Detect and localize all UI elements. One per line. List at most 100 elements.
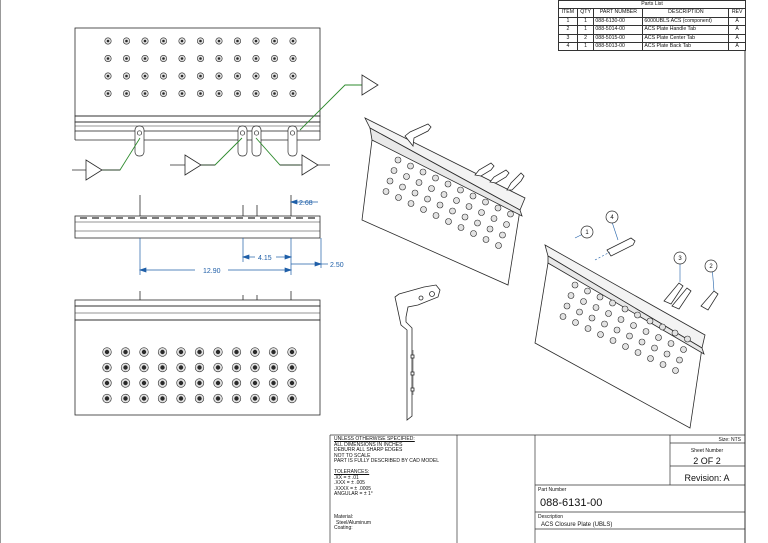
hole-center <box>234 380 239 386</box>
hole-center <box>160 396 165 401</box>
hole <box>507 210 514 218</box>
hole <box>490 215 498 222</box>
hole <box>457 186 464 194</box>
hole-center <box>143 57 147 60</box>
coating-label: Coating: <box>334 525 353 532</box>
hole-center <box>106 57 110 60</box>
bottom-view <box>74 291 321 416</box>
hole-center <box>254 92 258 95</box>
hole-center <box>217 39 221 43</box>
exploded-back-tab <box>606 237 636 257</box>
hole-center <box>215 349 221 355</box>
hole-center <box>291 57 295 60</box>
hole <box>420 206 427 213</box>
parts-list-header-cell: REV <box>728 8 746 18</box>
hole-center <box>252 365 258 370</box>
tab-detail <box>394 284 441 421</box>
hole <box>470 230 477 237</box>
hole-center <box>199 74 202 78</box>
hole-center <box>125 39 128 43</box>
material-value: Steel/Aluminum <box>336 519 372 526</box>
hole <box>432 212 440 219</box>
hole <box>592 304 600 311</box>
parts-list-header-cell: DESCRIPTION <box>642 8 730 18</box>
hole <box>415 179 423 186</box>
hole <box>576 308 583 316</box>
parts-list-header-cell: QTY <box>576 8 595 18</box>
hole <box>630 322 637 329</box>
section-arrows <box>72 74 379 181</box>
hole <box>588 314 596 322</box>
hole <box>647 355 654 362</box>
hole-center <box>160 349 165 355</box>
bottom-view-plate <box>74 319 321 416</box>
dimension-lines <box>138 199 328 275</box>
hole-center <box>271 349 276 355</box>
balloon-3: 3 <box>673 251 687 265</box>
hole-center <box>162 92 165 95</box>
dim-2-50: 2.50 <box>330 262 344 269</box>
hole-center <box>123 396 128 401</box>
dimension-labels: 2.68 4.15 12.90 2.50 <box>203 200 344 275</box>
material-label: Material: <box>334 513 354 520</box>
hole <box>571 281 579 289</box>
hole <box>390 167 398 174</box>
hole <box>613 326 621 334</box>
hole <box>667 340 675 347</box>
hole-center <box>215 365 221 370</box>
size-label: Size: NTS <box>718 437 741 443</box>
hole-center <box>104 365 110 370</box>
hole-center <box>162 39 165 43</box>
hole-center <box>125 92 128 95</box>
hole-center <box>291 39 295 43</box>
hole <box>444 180 452 188</box>
notes-line: NOT TO SCALE <box>334 452 371 459</box>
tolerance-line: .XXXX = ± .0005 <box>334 485 372 492</box>
hole-center <box>273 92 276 95</box>
hole-center <box>104 396 110 401</box>
parts-list-cell: ACS Plate Handle Tab <box>642 25 730 35</box>
tolerance-line: .XXX = ± .005 <box>334 480 365 487</box>
top-view-tabs <box>134 125 298 157</box>
hole-center <box>271 380 276 386</box>
hole <box>440 191 448 198</box>
parts-list-cell: A <box>728 25 746 35</box>
hole <box>461 213 469 221</box>
parts-list-cell: 6000UBLS ACS (component) <box>642 16 730 27</box>
hole-center <box>271 365 276 370</box>
hole-center <box>236 74 239 78</box>
parts-list-cell: 2 <box>558 25 578 35</box>
hole <box>424 195 431 203</box>
hole-center <box>289 380 295 386</box>
side-view-body <box>74 215 321 239</box>
side-view <box>74 195 321 239</box>
hole <box>474 219 481 227</box>
hole-center <box>162 57 165 60</box>
hole-center <box>252 349 258 355</box>
parts-list-cell: 4 <box>558 42 578 52</box>
hole-center <box>160 380 165 386</box>
parts-list-cell: A <box>728 42 746 52</box>
hole-center <box>162 74 165 78</box>
hole <box>659 361 667 368</box>
hole-center <box>273 57 276 60</box>
hole <box>395 194 402 201</box>
exploded-handle-tab <box>700 290 719 311</box>
hole-center <box>106 92 110 95</box>
hole <box>617 316 625 323</box>
svg-text:2: 2 <box>709 264 713 270</box>
tolerances-heading: TOLERANCES: <box>334 468 370 475</box>
hole-center <box>199 57 202 60</box>
svg-text:1: 1 <box>585 230 589 236</box>
parts-list-cell: 1 <box>576 42 595 52</box>
hole-center <box>252 380 258 386</box>
hole <box>609 337 617 344</box>
dim-12-90: 12.90 <box>203 268 221 275</box>
hole-center <box>289 349 295 355</box>
hole <box>478 209 485 216</box>
hole-center <box>180 74 184 78</box>
hole <box>680 346 687 353</box>
balloon-4: 4 <box>605 210 619 224</box>
